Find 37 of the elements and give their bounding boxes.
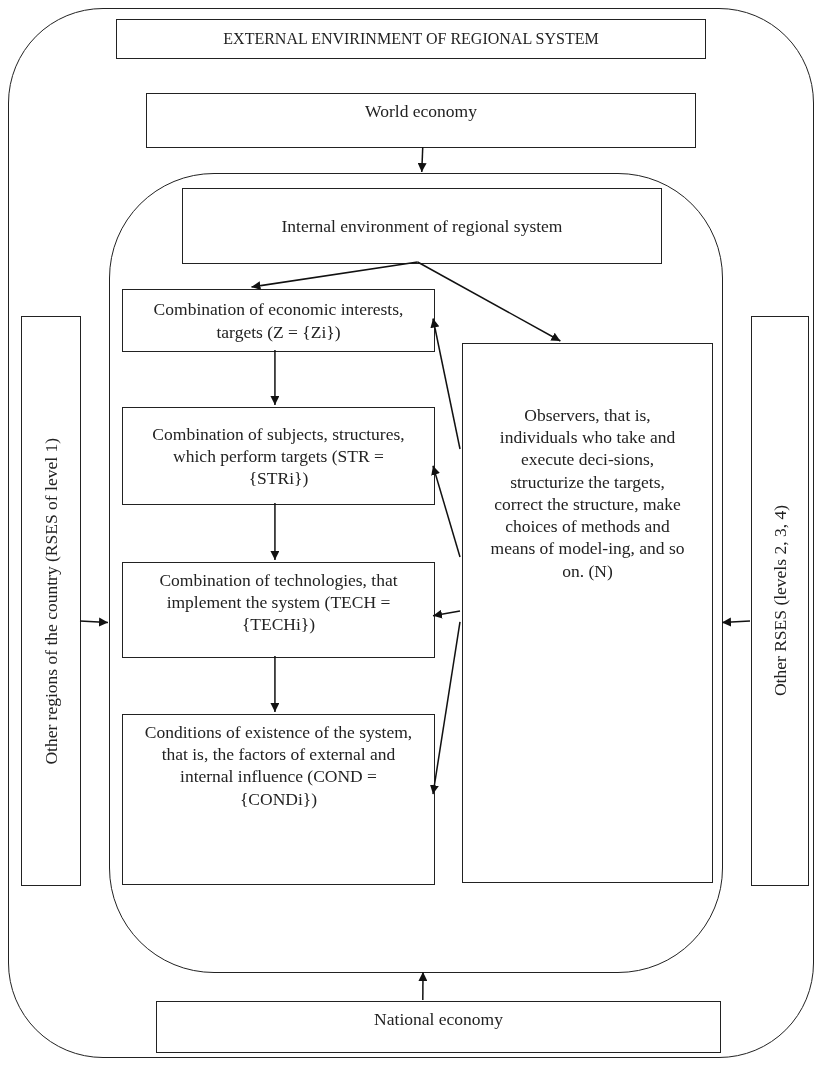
rounded-region xyxy=(8,8,814,1058)
arrow xyxy=(250,261,419,291)
text-box xyxy=(122,289,435,352)
box-label: EXTERNAL ENVIRINMENT OF REGIONAL SYSTEM xyxy=(223,28,599,49)
arrow xyxy=(417,146,427,173)
arrow xyxy=(418,971,428,1001)
text-box xyxy=(122,714,435,885)
text-box xyxy=(462,343,713,883)
box-label: World economy xyxy=(365,100,477,123)
box-label: Observers, that is, individuals who take and execute deci-sions, structurize the targets, correct the structure, make choices of methods and means of model-ing, and so on. (N) xyxy=(489,404,686,582)
arrow xyxy=(429,621,461,795)
box-label: Other regions of the country (RSES of level 1) xyxy=(40,437,62,765)
box-label: Conditions of existence of the system, that is, the factors of external and internal influence (COND = {CONDi}) xyxy=(143,721,414,810)
arrow xyxy=(430,317,461,450)
arrow xyxy=(270,349,280,406)
rounded-region xyxy=(109,173,723,973)
text-box xyxy=(156,1001,721,1053)
box-label: Combination of economic interests, targets (Z = {Zi}) xyxy=(152,298,405,343)
text-box xyxy=(182,188,662,264)
box-label: Other RSES (levels 2, 3, 4) xyxy=(769,505,791,697)
vertical-box xyxy=(21,316,81,886)
title-box xyxy=(116,19,706,59)
box-label: National economy xyxy=(374,1008,503,1031)
box-label: Combination of technologies, that implement the system (TECH = {TECHi}) xyxy=(158,569,399,636)
text-box xyxy=(122,562,435,658)
arrow xyxy=(416,261,562,342)
arrow xyxy=(432,609,461,619)
arrow xyxy=(270,655,280,713)
box-label: Combination of subjects, structures, which perform targets (STR = {STRi}) xyxy=(151,422,406,490)
vertical-box xyxy=(751,316,809,886)
box-label: Internal environment of regional system xyxy=(281,214,563,238)
arrow xyxy=(79,617,109,627)
arrow xyxy=(721,617,751,627)
arrow xyxy=(431,465,461,558)
arrow xyxy=(270,502,280,561)
text-box xyxy=(122,407,435,505)
text-box xyxy=(146,93,696,148)
